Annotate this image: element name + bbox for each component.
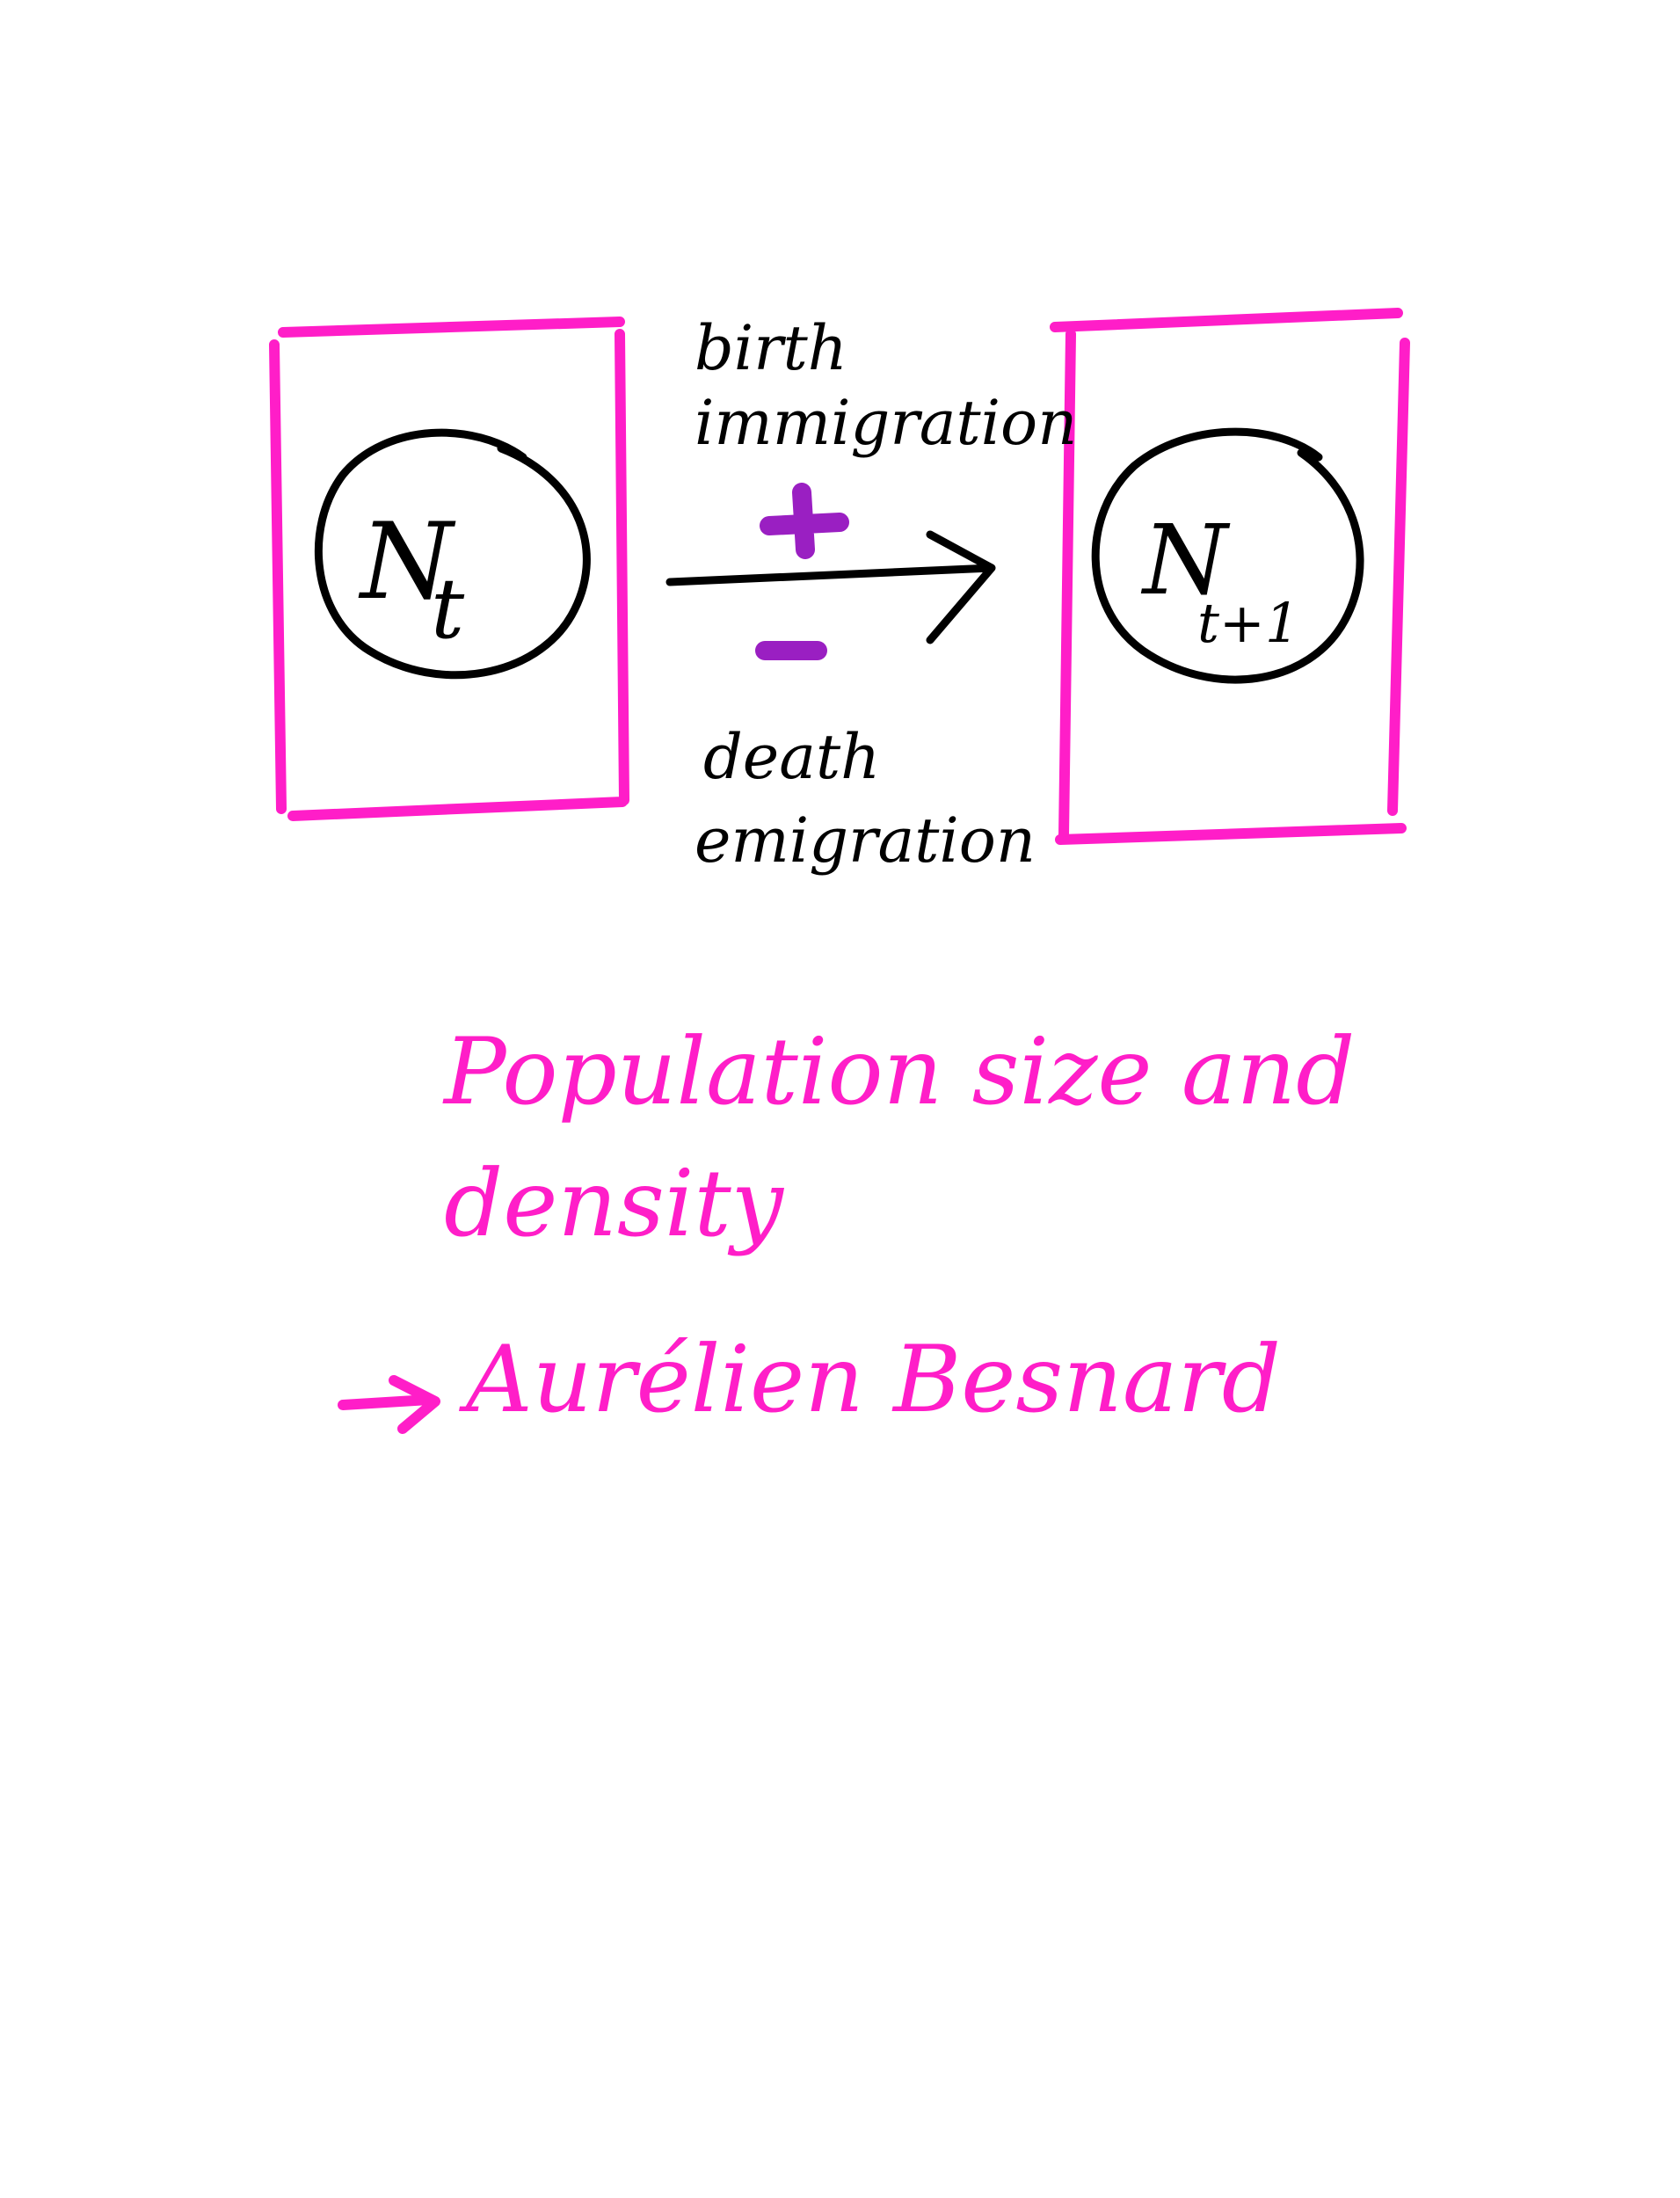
right-node-symbol: N bbox=[1140, 504, 1231, 616]
label-birth: birth bbox=[695, 312, 847, 384]
caption-line-3: Aurélien Besnard bbox=[459, 1326, 1281, 1433]
label-emigration: emigration bbox=[695, 804, 1036, 877]
plus-sign bbox=[760, 483, 849, 559]
caption-line-1: Population size and bbox=[442, 1018, 1355, 1125]
left-node-subscript: t bbox=[431, 561, 465, 658]
left-node-circle bbox=[315, 428, 591, 680]
minus-sign-text: − bbox=[0, 0, 1, 1]
label-immigration: immigration bbox=[695, 387, 1077, 459]
left-box bbox=[269, 317, 629, 821]
caption-arrow bbox=[338, 1375, 440, 1434]
right-node-subscript: t+1 bbox=[1197, 591, 1299, 655]
caption-line-2: density bbox=[444, 1150, 785, 1257]
right-node-circle bbox=[1091, 427, 1364, 684]
flow-arrow bbox=[665, 530, 996, 644]
left-node-symbol: N bbox=[358, 501, 456, 623]
right-box bbox=[1050, 308, 1410, 845]
plus-sign-text: + bbox=[0, 0, 1, 1]
label-death: death bbox=[703, 721, 880, 793]
